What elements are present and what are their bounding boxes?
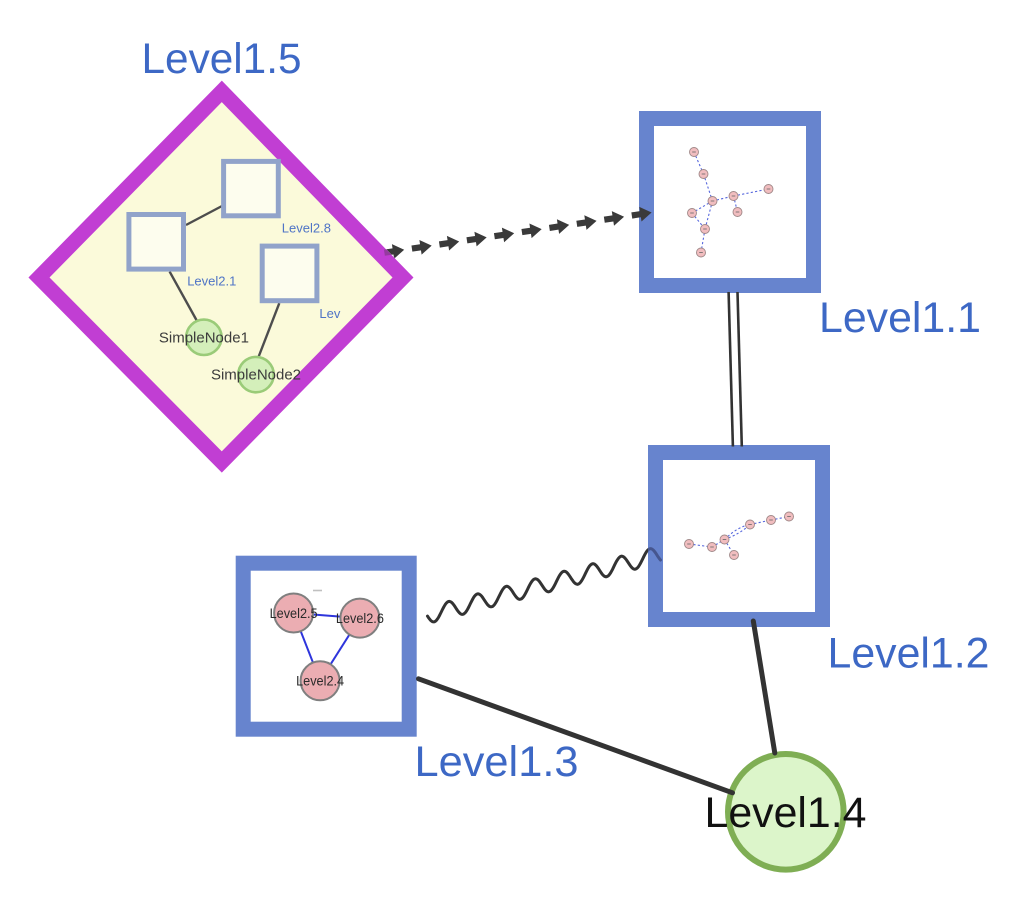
svg-text:Level1.3: Level1.3 xyxy=(415,738,579,786)
svg-text:SimpleNode1: SimpleNode1 xyxy=(159,329,249,346)
svg-text:Level1.1: Level1.1 xyxy=(819,294,981,342)
svg-text:SimpleNode2: SimpleNode2 xyxy=(211,367,301,384)
svg-text:Level1.5: Level1.5 xyxy=(142,35,302,83)
svg-text:Level1.2: Level1.2 xyxy=(828,629,990,677)
svg-text:Lev: Lev xyxy=(319,306,340,321)
svg-text:Level2.8: Level2.8 xyxy=(282,220,331,235)
svg-text:Level1.4: Level1.4 xyxy=(705,789,867,837)
svg-text:Level2.1: Level2.1 xyxy=(187,274,236,289)
svg-text:Level2.4: Level2.4 xyxy=(296,673,344,689)
svg-text:Level2.5: Level2.5 xyxy=(270,605,318,621)
svg-text:Level2.6: Level2.6 xyxy=(336,610,384,626)
